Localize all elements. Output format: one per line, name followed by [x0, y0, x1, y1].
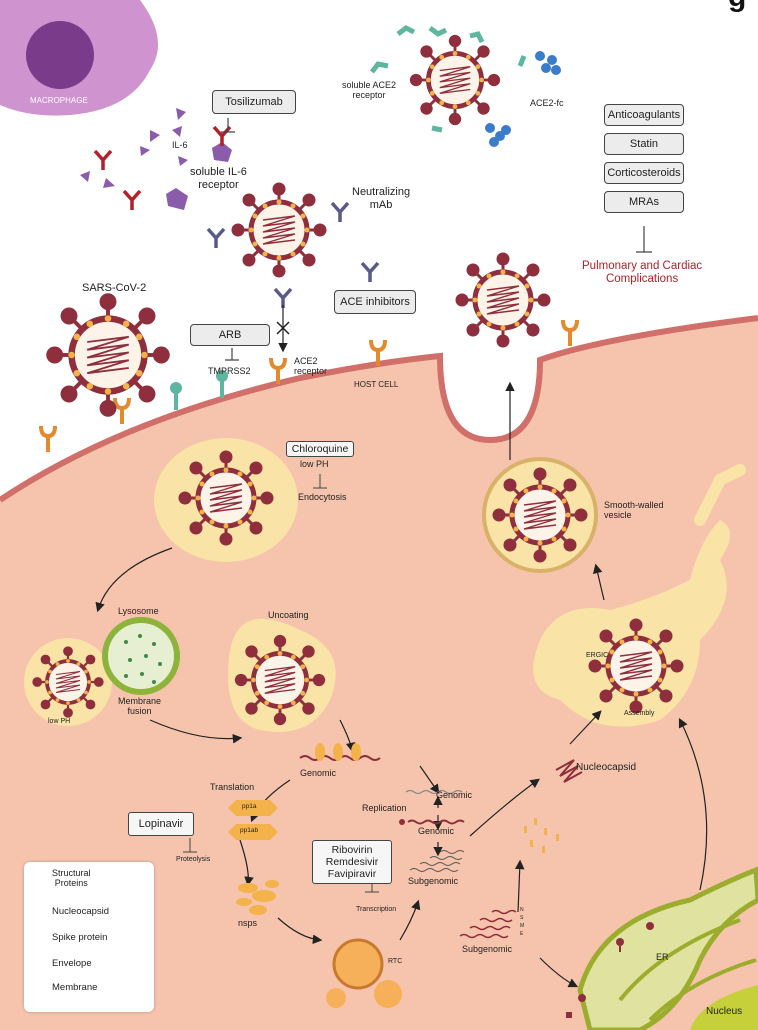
favipiravir-label: Favipiravir: [327, 868, 377, 880]
transcription-label: Transcription: [356, 906, 397, 913]
lysosome: [102, 617, 180, 695]
translation-label: Translation: [210, 782, 255, 792]
nucleocapsid-proteins: [315, 743, 361, 761]
replication-label: Replication: [362, 803, 407, 813]
macrophage-label: MACROPHAGE: [30, 96, 88, 105]
corticosteroids-box: Corticosteroids: [604, 162, 684, 184]
complications-label: Pulmonary and Cardiac Complications: [582, 260, 703, 286]
sgmrna-s: S: [520, 915, 524, 921]
anticoagulants-box: Anticoagulants: [604, 104, 684, 126]
remdesivir-label: Remdesivir: [325, 856, 379, 868]
lopinavir-box: Lopinavir: [128, 812, 194, 836]
mras-box: MRAs: [604, 191, 684, 213]
arb-box: ARB: [190, 324, 270, 346]
genomic-label-1: Genomic: [300, 768, 337, 778]
subgenomic-label-1: Subgenomic: [408, 876, 459, 886]
smooth-walled-vesicle-label: Smooth-walled vesicle: [604, 500, 664, 521]
nucleus-label: Nucleus: [706, 1006, 743, 1017]
ergic-label: ERGIC: [586, 652, 609, 659]
nucleocapsid-label: Nucleocapsid: [576, 762, 637, 773]
soluble-ace2-label: soluble ACE2 receptor: [342, 80, 397, 101]
pp1ab-label: pp1ab: [240, 827, 259, 834]
pp1a-label: pp1a: [242, 803, 257, 810]
rtc-label: RTC: [388, 958, 403, 965]
macrophage-nucleus: [26, 21, 94, 89]
tocilizumab-box: Tosilizumab: [212, 90, 296, 114]
ace2-fc-shapes: [485, 51, 561, 147]
genomic-label-3: Genomic: [418, 826, 455, 836]
genomic-label-2: Genomic: [436, 790, 473, 800]
membrane-fusion-label: Membrane fusion: [118, 696, 162, 717]
legend-item-envelope: Envelope: [52, 958, 92, 969]
uncoating-label: Uncoating: [268, 610, 309, 620]
rdrp-inhibitors-box: Ribovirin Remdesivir Favipiravir: [312, 840, 392, 884]
neutralizing-mab-label: Neutralizing mAb: [352, 186, 411, 211]
header-partial-letter: g: [728, 0, 746, 15]
structural-proteins-legend: Structural Proteins Nucleocapsid Spike p…: [24, 862, 154, 1012]
sars-cov-2-label: SARS-CoV-2: [82, 282, 147, 294]
host-cell-membrane: [0, 315, 758, 503]
assembly-label: Assembly: [624, 710, 655, 717]
ace2-receptor-label: ACE2 receptor: [294, 356, 328, 377]
legend-item-membrane: Membrane: [52, 982, 98, 993]
sgmrna-n: N: [520, 907, 524, 913]
ace-inhibitors-box: ACE inhibitors: [334, 290, 416, 314]
lysosome-label: Lysosome: [118, 606, 159, 616]
legend-item-nucleocapsid: Nucleocapsid: [52, 906, 110, 917]
sgmrna-e: E: [520, 931, 524, 937]
soluble-il6-receptor-shapes: [166, 142, 232, 210]
endocytosis-label: Endocytosis: [298, 492, 347, 502]
low-ph-vesicle-label: low PH: [48, 718, 71, 725]
nsps-proteins: [236, 880, 279, 915]
ace2-fc-label: ACE2-fc: [530, 98, 564, 108]
il6-label: IL-6: [172, 140, 188, 150]
statin-box: Statin: [604, 133, 684, 155]
nsps-label: nsps: [238, 918, 258, 928]
nucleus-shape: [690, 985, 758, 1030]
sgmrna-m: M: [520, 923, 525, 929]
il6-molecules: [80, 108, 188, 188]
tmprss2-label: TMPRSS2: [208, 366, 251, 376]
low-ph-label: low PH: [300, 459, 329, 469]
rtc-complex: [332, 938, 384, 990]
soluble-ace2-shapes: [370, 25, 527, 133]
host-cell-label: HOST CELL: [354, 380, 399, 389]
soluble-il6-receptor-label: soluble IL-6 receptor: [190, 166, 247, 191]
legend-title: Structural Proteins: [52, 868, 91, 889]
legend-item-spike: Spike protein: [52, 932, 108, 943]
subgenomic-label-2: Subgenomic: [462, 944, 513, 954]
chloroquine-box: Chloroquine: [286, 441, 354, 457]
er-label: ER: [656, 952, 669, 962]
ribovirin-label: Ribovirin: [331, 844, 373, 856]
proteolysis-label: Proteolysis: [176, 856, 211, 863]
